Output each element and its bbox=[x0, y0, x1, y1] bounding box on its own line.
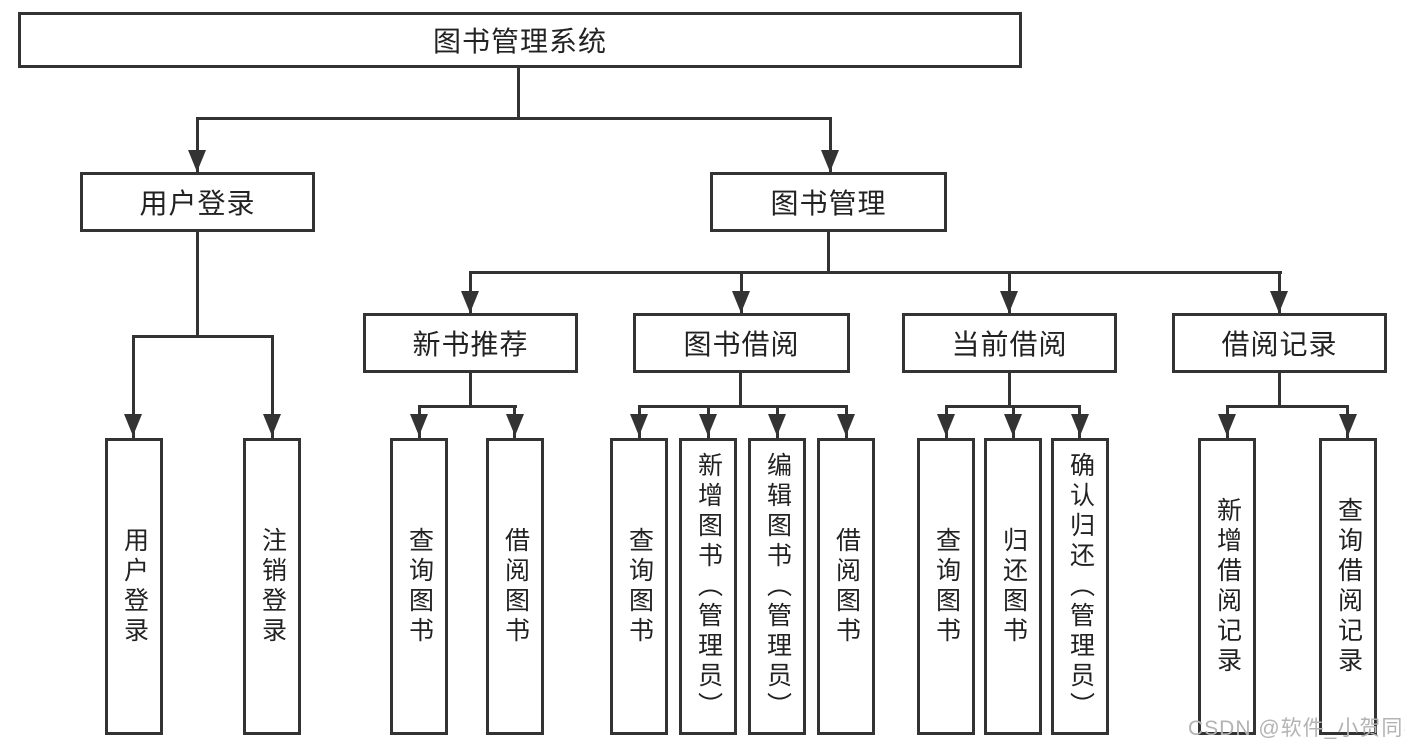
leaf-add-book-admin: 新增图书（管理员） bbox=[679, 438, 737, 735]
leaf-label: 借阅图书 bbox=[832, 526, 861, 647]
arrowhead-icon bbox=[732, 291, 750, 313]
node-borrow-records: 借阅记录 bbox=[1172, 313, 1387, 373]
arrowhead-icon bbox=[263, 414, 281, 436]
node-root: 图书管理系统 bbox=[18, 12, 1022, 68]
arrowhead-icon bbox=[506, 414, 524, 436]
leaf-label: 归还图书 bbox=[999, 526, 1028, 647]
leaf-label: 查询图书 bbox=[405, 526, 434, 647]
arrowhead-icon bbox=[937, 414, 955, 436]
leaf-borrow-books-2: 借阅图书 bbox=[817, 438, 875, 735]
leaf-label: 查询图书 bbox=[625, 526, 654, 647]
connector-line bbox=[1226, 405, 1349, 408]
arrowhead-icon bbox=[1218, 414, 1236, 436]
leaf-label: 借阅图书 bbox=[501, 526, 530, 647]
leaf-query-borrow-record: 查询借阅记录 bbox=[1319, 438, 1377, 735]
connector-line bbox=[196, 117, 199, 172]
leaf-query-books-1: 查询图书 bbox=[390, 438, 448, 735]
node-book-borrow: 图书借阅 bbox=[633, 313, 850, 373]
connector-line bbox=[196, 232, 199, 338]
arrowhead-icon bbox=[1339, 414, 1357, 436]
arrowhead-icon bbox=[837, 414, 855, 436]
connector-line bbox=[196, 117, 832, 120]
node-new-book-recommend-label: 新书推荐 bbox=[412, 329, 529, 360]
leaf-label: 用户登录 bbox=[120, 526, 149, 647]
connector-line bbox=[1008, 373, 1011, 408]
arrowhead-icon bbox=[1000, 291, 1018, 313]
node-book-management: 图书管理 bbox=[710, 172, 947, 232]
node-user-login-label: 用户登录 bbox=[139, 188, 256, 219]
arrowhead-icon bbox=[1270, 291, 1288, 313]
leaf-borrow-books-1: 借阅图书 bbox=[486, 438, 544, 735]
connector-line bbox=[469, 271, 1282, 274]
leaf-user-login: 用户登录 bbox=[105, 438, 163, 735]
node-borrow-records-label: 借阅记录 bbox=[1221, 329, 1338, 360]
arrowhead-icon bbox=[124, 414, 142, 436]
csdn-watermark: CSDN @软件_小贺同学 bbox=[1188, 717, 1405, 740]
connector-line bbox=[132, 335, 274, 338]
node-new-book-recommend: 新书推荐 bbox=[363, 313, 578, 373]
connector-line bbox=[739, 373, 742, 408]
connector-line bbox=[469, 373, 472, 408]
node-current-borrow-label: 当前借阅 bbox=[951, 329, 1068, 360]
leaf-label: 新增借阅记录 bbox=[1213, 496, 1242, 677]
connector-line bbox=[271, 335, 274, 438]
leaf-label: 新增图书（管理员） bbox=[694, 451, 723, 722]
connector-line bbox=[829, 117, 832, 172]
arrowhead-icon bbox=[821, 150, 839, 172]
arrowhead-icon bbox=[699, 414, 717, 436]
connector-line bbox=[132, 335, 135, 438]
leaf-label: 查询图书 bbox=[932, 526, 961, 647]
leaf-return-book: 归还图书 bbox=[984, 438, 1042, 735]
connector-line bbox=[1278, 373, 1281, 408]
leaf-edit-book-admin: 编辑图书（管理员） bbox=[748, 438, 806, 735]
node-book-borrow-label: 图书借阅 bbox=[683, 329, 800, 360]
leaf-label: 确认归还（管理员） bbox=[1066, 451, 1095, 722]
leaf-add-borrow-record: 新增借阅记录 bbox=[1198, 438, 1256, 735]
arrowhead-icon bbox=[630, 414, 648, 436]
leaf-query-books-2: 查询图书 bbox=[610, 438, 668, 735]
leaf-label: 编辑图书（管理员） bbox=[763, 451, 792, 722]
leaf-label: 注销登录 bbox=[258, 526, 287, 647]
leaf-logout: 注销登录 bbox=[243, 438, 301, 735]
node-book-management-label: 图书管理 bbox=[770, 188, 887, 219]
leaf-confirm-return-admin: 确认归还（管理员） bbox=[1051, 438, 1109, 735]
leaf-label: 查询借阅记录 bbox=[1334, 496, 1363, 677]
node-user-login: 用户登录 bbox=[80, 172, 315, 232]
connector-line bbox=[827, 232, 830, 274]
arrowhead-icon bbox=[1071, 414, 1089, 436]
node-root-label: 图书管理系统 bbox=[432, 26, 607, 57]
connector-line bbox=[638, 405, 848, 408]
connector-line bbox=[517, 68, 520, 120]
connector-line bbox=[418, 405, 517, 408]
arrowhead-icon bbox=[1004, 414, 1022, 436]
arrowhead-icon bbox=[768, 414, 786, 436]
arrowhead-icon bbox=[188, 150, 206, 172]
leaf-query-books-3: 查询图书 bbox=[917, 438, 975, 735]
node-current-borrow: 当前借阅 bbox=[902, 313, 1117, 373]
arrowhead-icon bbox=[410, 414, 428, 436]
arrowhead-icon bbox=[461, 291, 479, 313]
